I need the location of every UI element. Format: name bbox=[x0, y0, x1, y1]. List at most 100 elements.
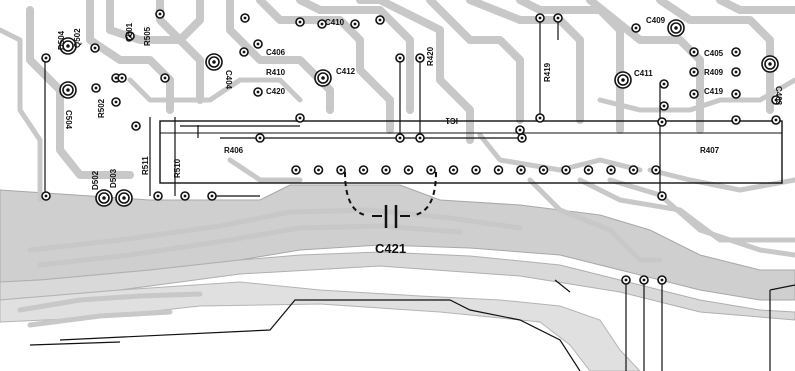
component-ring-pad bbox=[95, 189, 113, 207]
ic1-pin bbox=[493, 165, 504, 175]
component-labels: D504 Q502 C501 R505 C410 C406 R410 C420 … bbox=[57, 16, 783, 190]
component-pad bbox=[91, 83, 101, 93]
label-c419: C419 bbox=[704, 87, 724, 96]
label-d502: D502 bbox=[91, 170, 100, 190]
label-r420: R420 bbox=[426, 46, 435, 66]
component-ring-pad bbox=[115, 189, 133, 207]
label-r505: R505 bbox=[143, 26, 152, 46]
label-r410: R410 bbox=[266, 68, 286, 77]
ic1-pin bbox=[471, 165, 481, 175]
ic1-pin bbox=[381, 165, 391, 175]
label-c403: C403 bbox=[774, 86, 783, 106]
component-pad bbox=[731, 89, 741, 99]
ic1-outline: IC1 bbox=[149, 116, 783, 196]
component-pad bbox=[317, 19, 327, 29]
component-pad bbox=[515, 125, 525, 135]
component-ring-pad bbox=[667, 19, 685, 37]
component-pad bbox=[771, 115, 781, 125]
component-pad bbox=[771, 95, 781, 105]
ic1-pin bbox=[415, 133, 425, 143]
component-pad bbox=[689, 47, 699, 57]
ic1-pin bbox=[606, 165, 616, 175]
component-pad bbox=[350, 19, 360, 29]
component-pad bbox=[41, 191, 51, 201]
component-pad bbox=[90, 43, 100, 53]
ic1-pin bbox=[291, 165, 301, 175]
component-ring-pad bbox=[59, 37, 77, 55]
component-pad bbox=[659, 79, 669, 89]
ic1-pin bbox=[583, 165, 594, 175]
component-pad bbox=[160, 73, 170, 83]
component-pad bbox=[295, 113, 305, 123]
component-pad bbox=[535, 113, 545, 123]
component-pad bbox=[155, 9, 165, 19]
label-c409: C409 bbox=[646, 16, 666, 25]
label-c504: C504 bbox=[64, 110, 73, 130]
component-pad bbox=[255, 133, 265, 143]
ic1-pin bbox=[517, 133, 527, 143]
ic1-pin bbox=[657, 117, 667, 127]
label-c501: C501 bbox=[125, 22, 134, 42]
component-pad bbox=[117, 73, 127, 83]
ic1-pin bbox=[426, 165, 436, 175]
ic1-pin bbox=[358, 165, 369, 175]
component-pad bbox=[295, 17, 305, 27]
component-pad bbox=[180, 191, 190, 201]
label-c405: C405 bbox=[704, 49, 724, 58]
jumper-wires bbox=[44, 18, 663, 371]
label-c412: C412 bbox=[336, 67, 356, 76]
label-q502: Q502 bbox=[73, 28, 82, 48]
label-r419: R419 bbox=[543, 62, 552, 82]
component-pad bbox=[239, 47, 249, 57]
label-r406: R406 bbox=[224, 146, 244, 155]
board-outline bbox=[29, 284, 795, 371]
component-ring-pad bbox=[59, 81, 77, 99]
label-r510: R510 bbox=[173, 158, 182, 178]
label-r502: R502 bbox=[97, 98, 106, 118]
label-c404: C404 bbox=[224, 70, 233, 90]
component-pad bbox=[207, 191, 217, 201]
label-c406: C406 bbox=[266, 48, 286, 57]
ic1-pin bbox=[538, 165, 549, 175]
label-r511: R511 bbox=[141, 156, 150, 175]
ic1-pin bbox=[516, 165, 526, 175]
component-ring-pad bbox=[205, 53, 223, 71]
ic1-pin bbox=[313, 165, 324, 175]
component-pad bbox=[657, 275, 667, 285]
component-ring-pad bbox=[761, 55, 779, 73]
label-c410: C410 bbox=[325, 18, 345, 27]
label-c420: C420 bbox=[266, 87, 286, 96]
label-d504: D504 bbox=[57, 30, 66, 50]
ic1-pins bbox=[291, 117, 667, 175]
component-pad bbox=[375, 15, 385, 25]
label-c411: C411 bbox=[634, 69, 653, 78]
component-pad bbox=[125, 31, 135, 41]
c421-capacitor: C421 bbox=[344, 171, 437, 256]
component-pad bbox=[535, 13, 545, 23]
component-pad bbox=[395, 53, 405, 63]
ic1-pin bbox=[651, 165, 661, 175]
ic1-pin bbox=[561, 165, 571, 175]
component-pad bbox=[689, 67, 699, 77]
component-pad bbox=[240, 13, 250, 23]
ic1-pin bbox=[403, 165, 414, 175]
component-pad bbox=[153, 191, 163, 201]
component-pad bbox=[657, 191, 667, 201]
c421-label: C421 bbox=[375, 241, 406, 256]
component-pad bbox=[41, 53, 51, 63]
component-pad bbox=[731, 47, 741, 57]
component-pad bbox=[111, 97, 121, 107]
component-pad bbox=[253, 87, 263, 97]
component-pad bbox=[731, 115, 741, 125]
component-pad bbox=[639, 275, 649, 285]
ic1-pin bbox=[336, 165, 346, 175]
label-d503: D503 bbox=[109, 168, 118, 188]
label-r407: R407 bbox=[700, 146, 720, 155]
ic1-pin bbox=[395, 133, 405, 143]
ic1-pin bbox=[628, 165, 639, 175]
component-pad bbox=[689, 89, 699, 99]
component-pad bbox=[253, 39, 263, 49]
component-ring-pad bbox=[614, 71, 632, 89]
